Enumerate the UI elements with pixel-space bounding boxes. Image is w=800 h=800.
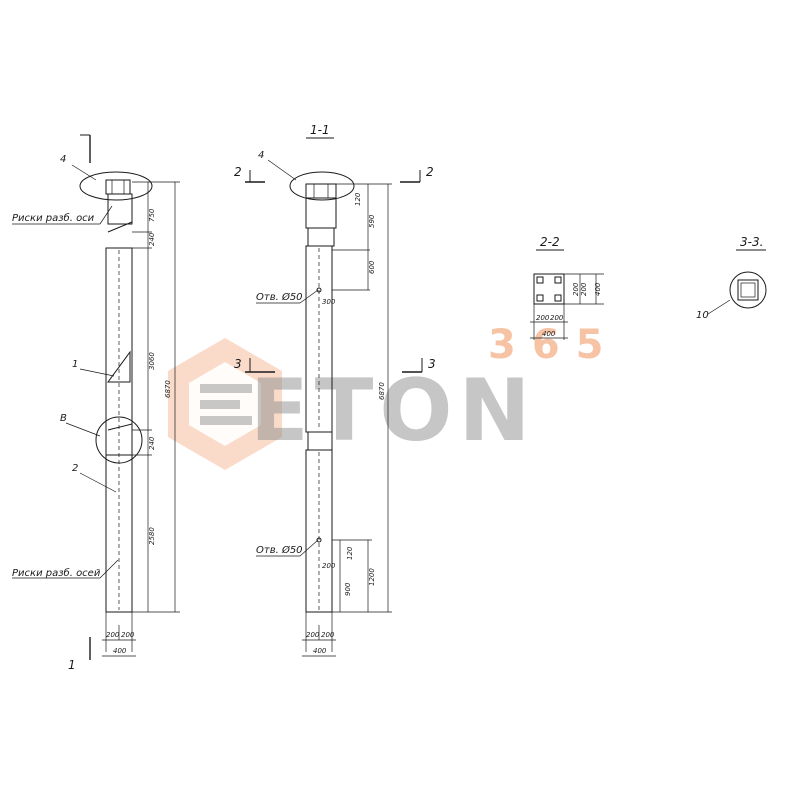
ref-10: 10: [696, 310, 709, 321]
ref-2: 2: [72, 463, 78, 474]
section-title-3-3: 3-3.: [740, 235, 763, 249]
detail-circle-b: [95, 416, 143, 464]
section-marker-2-right: 2: [426, 165, 434, 179]
dim-400-a: 400: [113, 647, 127, 655]
dim-2-2-200-d: 200: [550, 314, 564, 322]
section-marker-3-right: 3: [428, 357, 436, 371]
ref-4-front: 4: [60, 154, 66, 165]
view-front: 1 750 240 3060 6870 240 2580: [12, 134, 180, 672]
dim-200-d: 200: [321, 631, 335, 639]
dim-2-2-200-c: 200: [536, 314, 550, 322]
section-marker-2-left: 2: [234, 165, 242, 179]
dim-200-b: 200: [121, 631, 135, 639]
view-section-1-1: 1-1 2 2 3 3: [234, 123, 436, 657]
cross-section-3-3: [729, 271, 767, 309]
section-marker-1: 1: [68, 658, 76, 672]
ref-4-side: 4: [258, 150, 264, 161]
dim-120-bottom: 120: [346, 546, 354, 560]
dim-400-b: 400: [313, 647, 327, 655]
view-section-3-3: 3-3. 10: [696, 235, 767, 321]
dim-600: 600: [368, 260, 376, 274]
dim-6870-a: 6870: [164, 380, 172, 398]
column-side-lower: [305, 449, 333, 613]
watermark-number: 365: [488, 322, 620, 368]
dim-2-2-400-b: 400: [542, 330, 556, 338]
dim-2-2-200-a: 200: [572, 282, 580, 296]
cross-section-2-2: [533, 273, 565, 305]
dim-200-c: 200: [306, 631, 320, 639]
section-title-1-1: 1-1: [310, 123, 330, 137]
ref-b: В: [60, 413, 67, 424]
dim-750: 750: [148, 208, 156, 222]
watermark-logo-icon: [168, 338, 282, 470]
dim-200-e: 200: [322, 562, 336, 570]
section-title-2-2: 2-2: [540, 235, 560, 249]
dim-2-2-400-a: 400: [594, 282, 602, 296]
ref-1: 1: [72, 359, 78, 370]
dim-6870-b: 6870: [378, 382, 386, 400]
label-risk-top: Риски разб. оси: [12, 212, 95, 224]
detail-ring-top: [79, 171, 153, 201]
view-section-2-2: 2-2 200 200 400 200 200 400: [530, 235, 604, 340]
dim-2580: 2580: [148, 527, 156, 545]
dim-590: 590: [368, 214, 376, 228]
detail-ring-side: [289, 171, 355, 201]
dim-240-a: 240: [148, 232, 156, 246]
dim-1200: 1200: [368, 568, 376, 586]
watermark-brand: ETON: [250, 361, 537, 461]
dim-2-2-200-b: 200: [580, 282, 588, 296]
dim-900: 900: [344, 582, 352, 596]
dim-240-b: 240: [148, 436, 156, 450]
label-hole-upper: Отв. Ø50: [256, 291, 303, 303]
dim-120-top: 120: [354, 192, 362, 206]
dim-3060: 3060: [148, 352, 156, 370]
watermark: 365 ETON: [168, 322, 620, 470]
label-hole-lower: Отв. Ø50: [256, 544, 303, 556]
dim-200-a: 200: [106, 631, 120, 639]
dim-300: 300: [322, 298, 336, 306]
label-risk-bottom: Риски разб. осей: [12, 567, 101, 579]
section-marker-3-left: 3: [234, 357, 242, 371]
